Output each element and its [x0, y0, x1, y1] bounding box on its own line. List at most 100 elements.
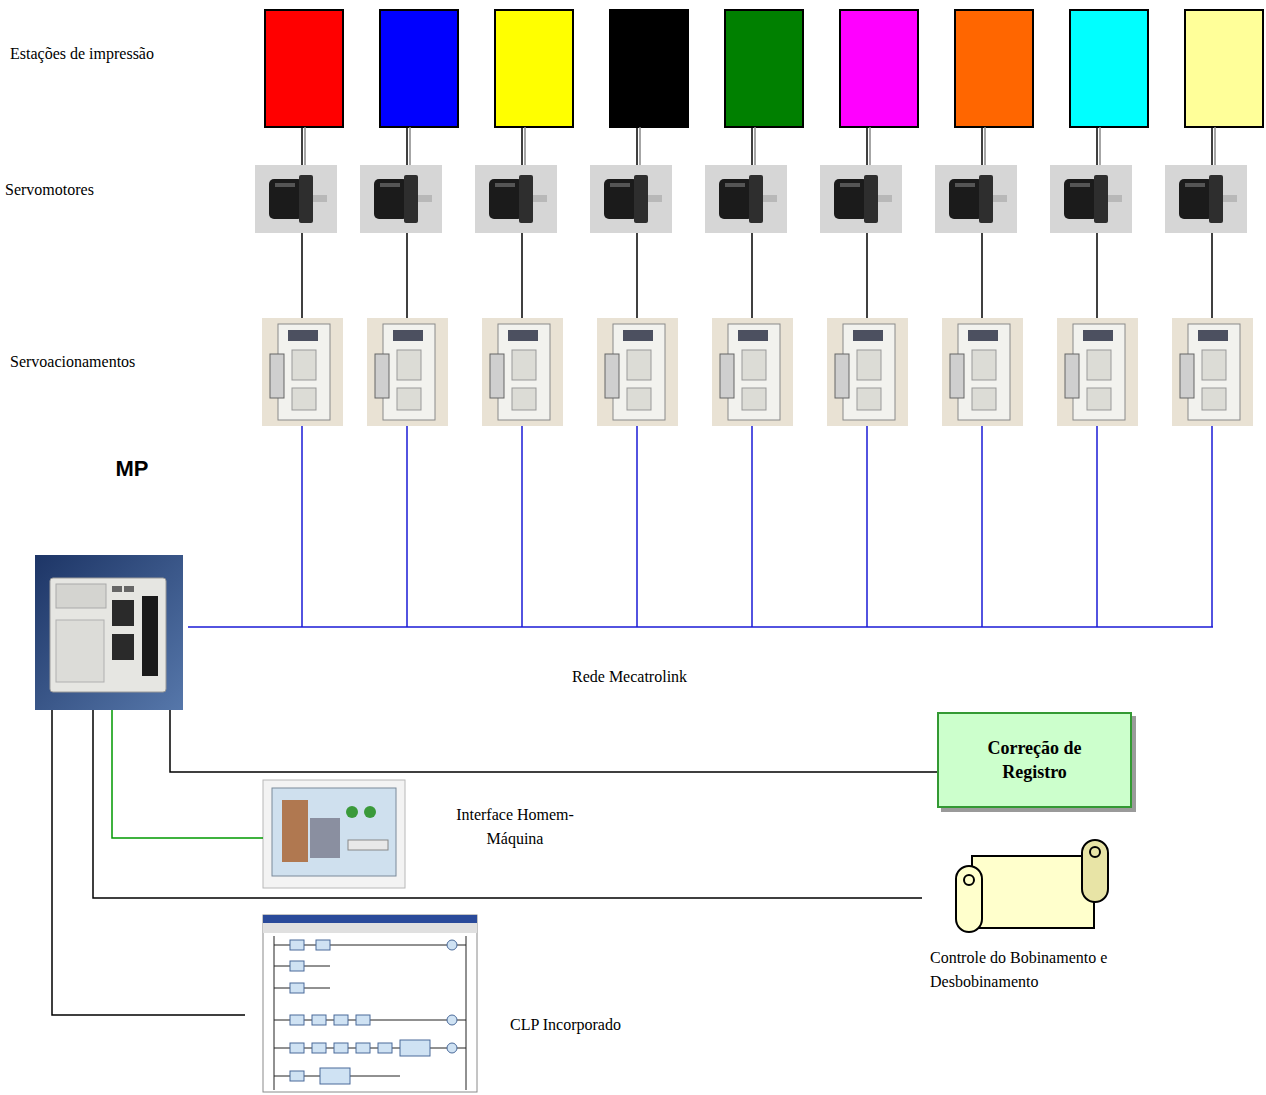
plc-screenshot [263, 915, 477, 1092]
network-trunk [188, 626, 1213, 628]
hmi-machine [310, 818, 340, 858]
section-label: Servoacionamentos [10, 352, 135, 372]
servo-drive-icon [597, 318, 678, 426]
ladder-rail [274, 936, 275, 1090]
network-drop [1211, 426, 1213, 627]
shaft-line [751, 127, 753, 165]
scroll-curl [1090, 847, 1100, 857]
ladder-contact [316, 940, 330, 950]
ladder-contact [290, 940, 304, 950]
ladder-contact [312, 1015, 326, 1025]
shaft-lines [302, 127, 1215, 165]
shaft-line [521, 127, 523, 165]
ladder-coil [447, 1043, 457, 1053]
servomotor-icon [475, 165, 557, 233]
servomotor-icon [820, 165, 902, 233]
section-label: Rede Mecatrolink [572, 667, 687, 687]
network-drop [521, 426, 523, 627]
print-station [840, 10, 918, 127]
shaft-line [866, 127, 868, 165]
mp-port [112, 634, 134, 660]
connector-line [93, 710, 922, 898]
shaft-line [1214, 127, 1216, 165]
hmi-frame [263, 780, 405, 888]
motor-cable [636, 233, 638, 318]
mp-housing [50, 578, 166, 692]
connector-line [112, 710, 263, 838]
print-station [725, 10, 803, 127]
section-label: Servomotores [5, 180, 94, 200]
hmi-picture [263, 780, 405, 888]
shaft-line [406, 127, 408, 165]
motor-cable [301, 233, 303, 318]
servo-drive-icon [712, 318, 793, 426]
servomotor-icon [590, 165, 672, 233]
hmi-indicator [346, 806, 358, 818]
servo-drive-icon [262, 318, 343, 426]
ladder-contact [334, 1015, 348, 1025]
plc-titlebar [263, 915, 477, 923]
print-station [955, 10, 1033, 127]
print-station [1185, 10, 1263, 127]
node-label: CLP Incorporado [510, 1013, 640, 1037]
ladder-rail [466, 936, 467, 1090]
scroll-roll [1082, 840, 1108, 902]
print-station [1070, 10, 1148, 127]
servomotor-icon [705, 165, 787, 233]
ladder-coil [447, 1015, 457, 1025]
mp-cover [56, 620, 104, 682]
servomotor-icon [255, 165, 337, 233]
mp-port [112, 600, 134, 626]
ladder-contact [356, 1043, 370, 1053]
hmi-machine [282, 800, 308, 862]
network-drop [751, 426, 753, 627]
motor-cables [302, 233, 1212, 318]
motor-cable [751, 233, 753, 318]
section-label: Estações de impressão [10, 44, 154, 64]
servo-drive-icon [482, 318, 563, 426]
shaft-line [1099, 127, 1101, 165]
shaft-line [639, 127, 641, 165]
shaft-line [1211, 127, 1213, 165]
motor-cable [981, 233, 983, 318]
network-drop [866, 426, 868, 627]
shaft-line [981, 127, 983, 165]
ladder-block [400, 1040, 430, 1056]
servo-drive-icon [367, 318, 448, 426]
servomotor-icon [1165, 165, 1247, 233]
network-bus [188, 426, 1213, 627]
winding-control: Controle do Bobinamento e Desbobinamento [922, 838, 1154, 998]
motor-cable [1211, 233, 1213, 318]
node-label: Interface Homem-Máquina [453, 803, 577, 851]
hmi-indicator [364, 806, 376, 818]
ladder-contact [290, 961, 304, 971]
print-station [380, 10, 458, 127]
ladder-coil [447, 940, 457, 950]
register-correction-box: Correção de Registro [937, 712, 1132, 808]
motor-cable [521, 233, 523, 318]
node-label: Controle do Bobinamento e Desbobinamento [930, 946, 1150, 994]
embedded-plc: CLP Incorporado [245, 915, 645, 1093]
network-drop [981, 426, 983, 627]
ladder-contact [334, 1043, 348, 1053]
print-station [495, 10, 573, 127]
hmi-button [348, 840, 388, 850]
mp-backdrop [35, 555, 183, 710]
network-drop [406, 426, 408, 627]
mp-slot [142, 596, 158, 676]
mp-controller-picture [35, 555, 183, 710]
servo-drive-icon [1172, 318, 1253, 426]
ladder-block [320, 1068, 350, 1084]
scroll-curl [964, 875, 974, 885]
shaft-line [524, 127, 526, 165]
scroll-roll [956, 866, 982, 932]
scroll-sheet [972, 856, 1094, 928]
network-drop [1096, 426, 1098, 627]
hmi-screen [272, 788, 396, 876]
shaft-line [304, 127, 306, 165]
motor-cable [1096, 233, 1098, 318]
servomotor-icon [1050, 165, 1132, 233]
